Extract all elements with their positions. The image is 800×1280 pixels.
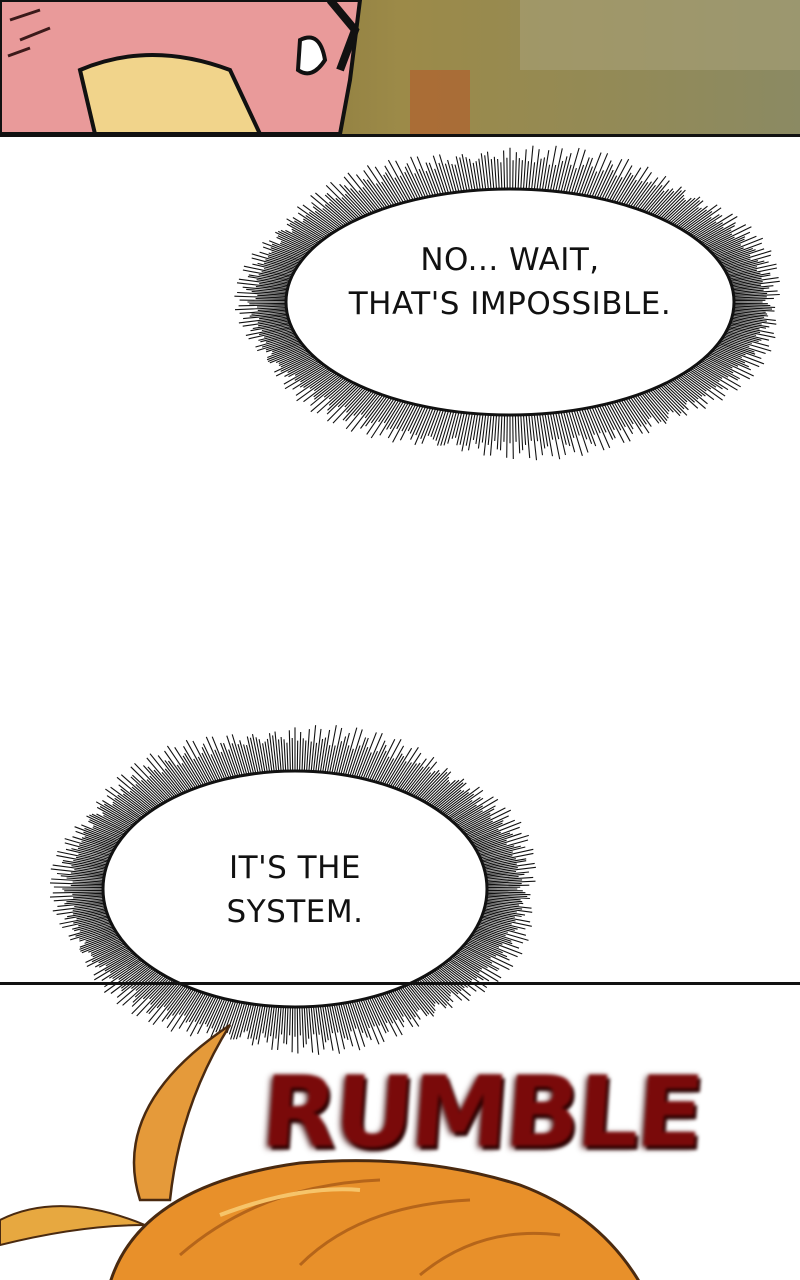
speech-bubble-1-line-1: NO... WAIT, <box>420 242 600 278</box>
bubble-body <box>284 187 736 417</box>
speech-bubble-1-line-2: THAT'S IMPOSSIBLE. <box>348 286 672 322</box>
speech-bubble-2-shape <box>50 725 536 1055</box>
hair-top <box>109 1159 640 1280</box>
bottom-panel <box>0 982 800 1280</box>
bubble-body <box>101 769 489 1009</box>
yellow-mouth <box>77 53 263 134</box>
hair-shading <box>179 1178 561 1277</box>
hair-strand-left <box>0 1205 146 1247</box>
speech-bubble-2-text: IT'S THE SYSTEM. <box>50 846 540 934</box>
speech-bubble-1-text: NO... WAIT, THAT'S IMPOSSIBLE. <box>230 238 790 326</box>
top-panel <box>0 0 800 137</box>
bubble-spikes <box>234 145 780 461</box>
speech-bubble-2-line-1: IT'S THE <box>229 850 361 886</box>
top-panel-art <box>0 0 800 134</box>
bubble-spikes <box>50 725 536 1055</box>
hair-strand <box>132 1023 232 1202</box>
hair-highlight <box>219 1187 361 1217</box>
speech-bubble-1-shape <box>234 145 780 461</box>
background-object <box>410 70 470 134</box>
hair-outline <box>326 0 360 72</box>
background-wall <box>520 0 800 70</box>
sound-effect-rumble: RUMBLE <box>258 1056 705 1170</box>
stitches <box>7 8 51 58</box>
speech-bubble-1: NO... WAIT, THAT'S IMPOSSIBLE. <box>230 136 790 476</box>
speech-bubble-2: IT'S THE SYSTEM. <box>50 705 540 1070</box>
speech-bubble-2-line-2: SYSTEM. <box>226 894 364 930</box>
bottom-panel-art <box>0 1023 640 1280</box>
eye-shape <box>295 35 328 76</box>
